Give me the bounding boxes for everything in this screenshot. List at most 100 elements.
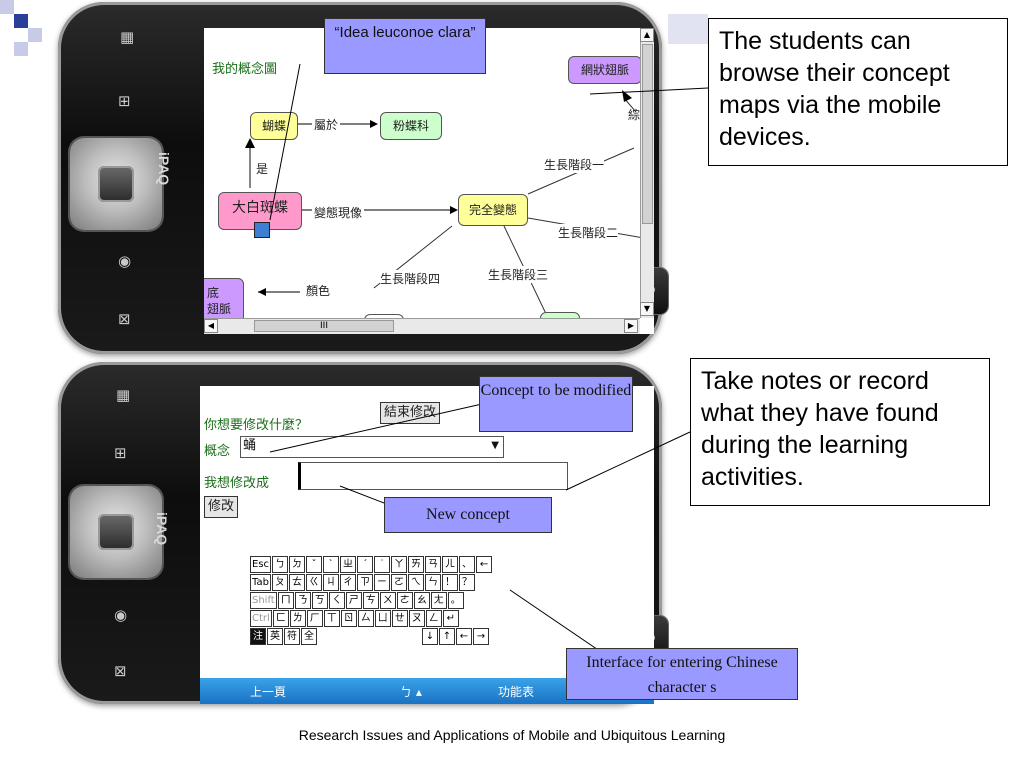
- keyboard-key[interactable]: ㄝ: [391, 610, 408, 627]
- keyboard-key[interactable]: 。: [447, 592, 464, 609]
- keyboard-key[interactable]: ㄍ: [305, 574, 322, 591]
- end-edit-button[interactable]: 結束修改: [380, 402, 441, 424]
- keyboard-key[interactable]: ㄊ: [288, 574, 305, 591]
- keyboard-key[interactable]: ˋ: [323, 556, 340, 573]
- mail-icon[interactable]: ⊠: [114, 662, 127, 680]
- node-butterfly[interactable]: 蝴蝶: [250, 112, 298, 140]
- map-title: 我的概念圖: [212, 62, 278, 77]
- new-concept-input[interactable]: [298, 462, 568, 490]
- keyboard-key[interactable]: ㄗ: [356, 574, 373, 591]
- keyboard-key[interactable]: ㄇ: [277, 592, 294, 609]
- keyboard-key[interactable]: ↑: [439, 628, 455, 645]
- keyboard-key[interactable]: ㄢ: [425, 556, 442, 573]
- phone-icon[interactable]: ◉: [118, 252, 132, 270]
- vertical-scrollbar[interactable]: ▲ ▼: [640, 28, 654, 318]
- keyboard-key[interactable]: ㄙ: [357, 610, 374, 627]
- keyboard-key[interactable]: ㄠ: [413, 592, 430, 609]
- keyboard-key[interactable]: ㄕ: [345, 592, 362, 609]
- keyboard-key[interactable]: ㄒ: [323, 610, 340, 627]
- keyboard-key[interactable]: ㄘ: [362, 592, 379, 609]
- grid-icon[interactable]: ▦: [116, 386, 131, 404]
- keyboard-key[interactable]: ㄚ: [391, 556, 408, 573]
- windows-start-icon[interactable]: ⊞: [114, 444, 127, 462]
- keyboard-key[interactable]: Shift: [250, 592, 277, 609]
- node-network[interactable]: 網狀翅脈: [568, 56, 642, 84]
- image-thumbnail-icon[interactable]: [254, 222, 270, 238]
- keyboard-key[interactable]: Tab: [250, 574, 271, 591]
- concept-select[interactable]: 蛹 ▼: [240, 436, 504, 458]
- edge-belongs-to: 屬於: [312, 116, 341, 133]
- keyboard-key[interactable]: →: [473, 628, 489, 645]
- keyboard-key[interactable]: ㄔ: [339, 574, 356, 591]
- keyboard-key[interactable]: ㄏ: [306, 610, 323, 627]
- keyboard-key[interactable]: ↵: [442, 610, 459, 627]
- menu-softkey[interactable]: 功能表: [498, 685, 535, 699]
- keyboard-key[interactable]: 注: [250, 628, 266, 645]
- keyboard-key[interactable]: ←: [476, 556, 493, 573]
- keyboard-key[interactable]: ㄦ: [442, 556, 459, 573]
- keyboard-key[interactable]: ㄌ: [289, 610, 306, 627]
- keyboard-key[interactable]: 、: [459, 556, 476, 573]
- keyboard-key[interactable]: Ctrl: [250, 610, 272, 627]
- keyboard-key[interactable]: ㄤ: [430, 592, 447, 609]
- keyboard-key[interactable]: ㄓ: [340, 556, 357, 573]
- dpad-center-button[interactable]: [98, 166, 134, 202]
- horizontal-scrollbar[interactable]: ◀ III ▶: [204, 318, 640, 334]
- keyboard-key[interactable]: ㄅ: [272, 556, 289, 573]
- edge-stage1: 生長階段一: [544, 156, 605, 173]
- keyboard-key[interactable]: ㄆ: [271, 574, 288, 591]
- grid-icon[interactable]: ▦: [120, 28, 135, 46]
- keyboard-key[interactable]: ㄐ: [322, 574, 339, 591]
- node-complete-metamorphosis[interactable]: 完全變態: [458, 194, 528, 226]
- keyboard-key[interactable]: 全: [301, 628, 317, 645]
- keyboard-key[interactable]: ㄛ: [390, 574, 407, 591]
- dpad-center-button[interactable]: [98, 514, 134, 550]
- horizontal-scroll-thumb[interactable]: III: [254, 320, 394, 332]
- mail-icon[interactable]: ⊠: [118, 310, 131, 328]
- modify-button[interactable]: 修改: [204, 496, 239, 518]
- keyboard-key[interactable]: Esc: [250, 556, 272, 573]
- keyboard-key[interactable]: ㄜ: [396, 592, 413, 609]
- keyboard-key[interactable]: ㄎ: [311, 592, 328, 609]
- keyboard-key[interactable]: ←: [456, 628, 472, 645]
- concept-select-value: 蛹: [243, 438, 257, 453]
- keyboard-key[interactable]: ！: [441, 574, 458, 591]
- scroll-left-button[interactable]: ◀: [204, 319, 218, 333]
- keyboard-key[interactable]: ㄑ: [328, 592, 345, 609]
- keyboard-key[interactable]: ㄋ: [294, 592, 311, 609]
- keyboard-key[interactable]: ㄖ: [340, 610, 357, 627]
- navigation-dpad[interactable]: [70, 138, 162, 230]
- keyboard-key[interactable]: ㄧ: [373, 574, 390, 591]
- keyboard-key[interactable]: 英: [267, 628, 283, 645]
- node-bottom-left[interactable]: 底 翅脈: [204, 278, 244, 324]
- keyboard-key[interactable]: ˇ: [306, 556, 323, 573]
- windows-start-icon[interactable]: ⊞: [118, 92, 131, 110]
- keyboard-key[interactable]: ㄨ: [379, 592, 396, 609]
- vertical-scroll-thumb[interactable]: [642, 44, 653, 224]
- browse-callout: The students can browse their concept ma…: [708, 18, 1008, 166]
- keyboard-key[interactable]: ˊ: [357, 556, 374, 573]
- concept-label: 概念: [204, 444, 231, 459]
- keyboard-key[interactable]: ㄉ: [289, 556, 306, 573]
- input-method-toggle[interactable]: ㄅ ▴: [400, 685, 422, 699]
- scroll-right-button[interactable]: ▶: [624, 319, 638, 333]
- interface-tag: Interface for entering Chinese character…: [566, 648, 798, 700]
- node-pieridae[interactable]: 粉蝶科: [380, 112, 442, 140]
- scroll-down-button[interactable]: ▼: [640, 302, 654, 316]
- scroll-up-button[interactable]: ▲: [640, 28, 654, 42]
- keyboard-key[interactable]: ㄟ: [407, 574, 424, 591]
- navigation-dpad[interactable]: [70, 486, 162, 578]
- keyboard-key[interactable]: ㄩ: [374, 610, 391, 627]
- phone-icon[interactable]: ◉: [114, 606, 128, 624]
- keyboard-key[interactable]: ㄣ: [424, 574, 441, 591]
- keyboard-key[interactable]: ？: [458, 574, 475, 591]
- keyboard-key[interactable]: 符: [284, 628, 300, 645]
- back-softkey[interactable]: 上一頁: [250, 685, 287, 699]
- keyboard-key[interactable]: ˙: [374, 556, 391, 573]
- keyboard-key[interactable]: ↓: [422, 628, 438, 645]
- keyboard-key[interactable]: ㄥ: [425, 610, 442, 627]
- keyboard-key[interactable]: ㄈ: [272, 610, 289, 627]
- keyboard-key[interactable]: ㄡ: [408, 610, 425, 627]
- keyboard-key[interactable]: ㄞ: [408, 556, 425, 573]
